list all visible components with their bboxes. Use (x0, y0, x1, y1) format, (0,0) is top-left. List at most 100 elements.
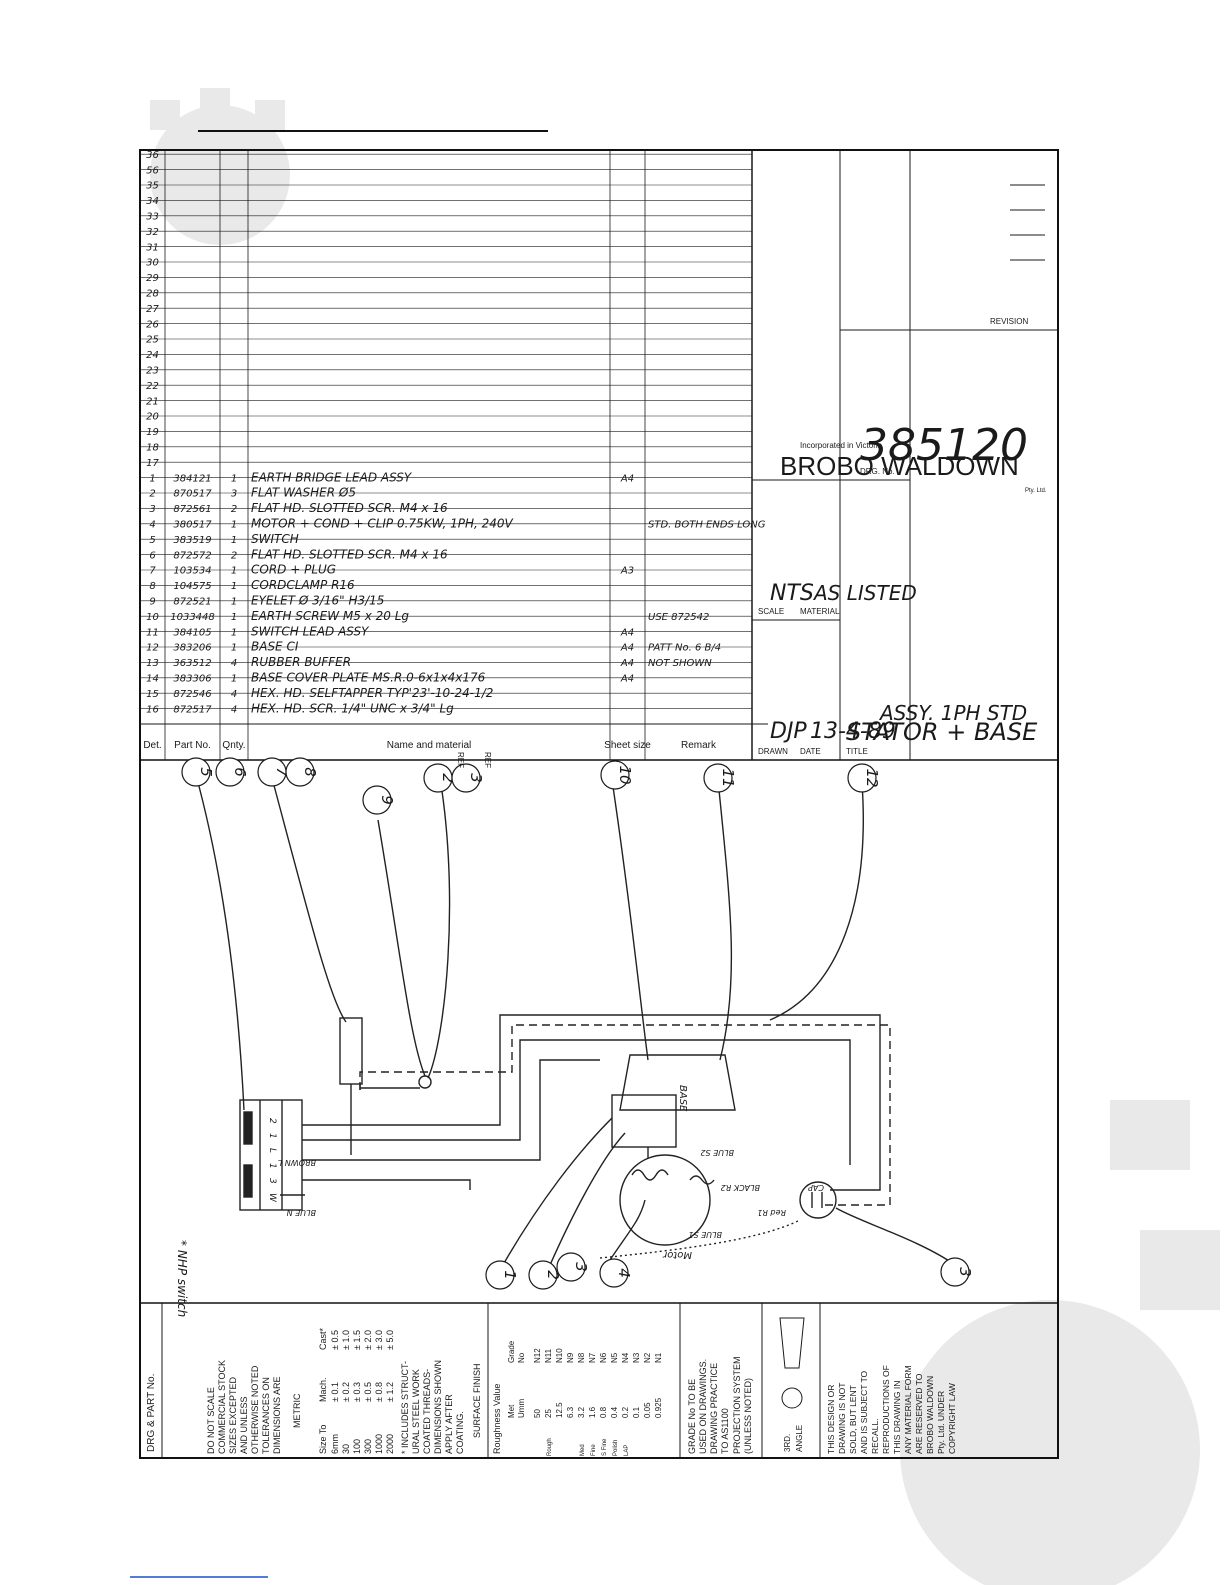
parts-cell: 2 (231, 504, 237, 515)
parts-cell: 1033448 (170, 612, 215, 623)
copyright-9: BROBO WALDOWN (925, 1376, 935, 1454)
parts-cell: RUBBER BUFFER (251, 655, 351, 669)
parts-cell: 36 (146, 150, 159, 161)
parts-cell: A4 (620, 674, 634, 685)
rough-grade: N2 (643, 1352, 652, 1363)
tolerance-cell: ± 5.0 (385, 1330, 395, 1350)
parts-cell: 1 (231, 597, 237, 608)
material-value: AS LISTED (812, 581, 917, 605)
callout-number: 8 (301, 767, 319, 777)
callout-number: 9 (378, 795, 396, 805)
callout-number: 2 (439, 773, 457, 783)
switch-terminal-4: 3 (267, 1178, 277, 1184)
parts-cell: 1 (231, 674, 237, 685)
rough-value: 1.6 (588, 1406, 597, 1418)
parts-cell: CORDCLAMP R16 (251, 578, 355, 592)
callout-number: 5 (197, 767, 215, 777)
tol-header-0: Size To (318, 1425, 328, 1454)
includes-note-2: COATED THREADS- (422, 1369, 432, 1454)
tolerance-cell: 100 (352, 1439, 362, 1454)
date-value: 13-4-89 (810, 719, 896, 744)
parts-cell: 24 (146, 350, 159, 361)
rough-label: Polish (613, 1440, 619, 1456)
callout-bubble (599, 1258, 629, 1288)
parts-cell: 33 (146, 212, 159, 223)
grade-note-2: DRAWING PRACTICE (709, 1363, 719, 1454)
parts-cell: 380517 (173, 520, 212, 531)
rough-value: 0.1 (632, 1406, 641, 1418)
parts-cell: 383206 (173, 643, 211, 654)
switch-terminal-1: 1 (267, 1133, 277, 1139)
copyright-11: COPYRIGHT LAW (947, 1383, 957, 1454)
parts-cell: 872546 (173, 689, 211, 700)
callout-bubble (528, 1260, 558, 1290)
parts-cell: 28 (146, 289, 159, 300)
parts-cell: 104575 (173, 581, 211, 592)
parts-header-1: Part No. (174, 740, 211, 751)
parts-cell: 22 (146, 381, 159, 392)
company-name: BROBO WALDOWN (780, 451, 1019, 481)
includes-note-0: * INCLUDES STRUCT- (400, 1361, 410, 1454)
tolerance-cell: ± 0.2 (341, 1382, 351, 1402)
rough-grade: N9 (566, 1352, 575, 1363)
callout-bubble (485, 1260, 515, 1290)
parts-cell: 1 (231, 581, 237, 592)
callout-number: 11 (719, 768, 737, 787)
callout-number: 1 (501, 1270, 519, 1280)
angle-3rd: 3RD. (783, 1434, 792, 1452)
tolerance-cell: ± 0.5 (330, 1330, 340, 1350)
capacitor (799, 1181, 837, 1219)
scale-note-4: OTHERWISE NOTED (250, 1365, 260, 1454)
base-label: BASE (677, 1085, 688, 1112)
base (619, 1054, 736, 1111)
parts-cell: 1 (231, 627, 237, 638)
parts-cell: 103534 (173, 566, 211, 577)
parts-header-3: Name and material (387, 740, 471, 751)
parts-cell: A4 (620, 643, 634, 654)
parts-cell: CORD + PLUG (251, 563, 336, 577)
parts-cell: FLAT HD. SLOTTED SCR. M4 x 16 (251, 547, 448, 561)
wire-red-r1: Red R1 (757, 1208, 786, 1217)
material-label: MATERIAL (800, 607, 840, 616)
parts-cell: A4 (620, 658, 634, 669)
ref-label-1: REF (456, 752, 465, 768)
parts-cell: 12 (146, 643, 159, 654)
parts-cell: 23 (146, 366, 159, 377)
parts-cell: NOT SHOWN (648, 658, 712, 669)
copyright-10: Pty. Ltd. UNDER (936, 1391, 946, 1454)
ref-label-2: REF (483, 752, 492, 768)
parts-cell: 9 (149, 597, 155, 608)
wire-blue-s1: BLUE S1 (688, 1230, 722, 1239)
parts-cell: 56 (146, 165, 159, 176)
parts-cell: 1 (231, 535, 237, 546)
date-label: DATE (800, 747, 821, 756)
grade-note-3: TO AS1100 (720, 1408, 730, 1454)
parts-cell: 363512 (173, 658, 211, 669)
callout-number: 10 (616, 765, 634, 784)
tolerance-cell: ± 0.3 (352, 1382, 362, 1402)
switch-label: * NHP switch (175, 1240, 189, 1317)
scale-label: SCALE (758, 607, 784, 616)
parts-cell: 1 (231, 612, 237, 623)
parts-cell: SWITCH (251, 532, 299, 546)
parts-cell: SWITCH LEAD ASSY (251, 624, 370, 638)
parts-cell: 872521 (173, 597, 211, 608)
parts-cell: 1 (231, 473, 237, 484)
rough-label: Med (580, 1444, 586, 1456)
parts-cell: 34 (146, 196, 159, 207)
rough-value: 6.3 (566, 1406, 575, 1418)
parts-cell: 2 (231, 550, 237, 561)
tolerance-cell: ± 3.0 (374, 1330, 384, 1350)
copyright-8: ARE RESERVED TO (914, 1373, 924, 1454)
scale-note-0: DO NOT SCALE (206, 1387, 216, 1454)
motor (619, 1154, 711, 1246)
scale-note-6: DIMENSIONS ARE (272, 1376, 282, 1454)
parts-cell: 1 (231, 520, 237, 531)
callout-bubble (181, 757, 211, 787)
parts-cell: 19 (146, 427, 159, 438)
projection-note-1: (UNLESS NOTED) (743, 1378, 753, 1454)
parts-cell: 870517 (173, 489, 212, 500)
callout-number: 7 (273, 767, 291, 777)
